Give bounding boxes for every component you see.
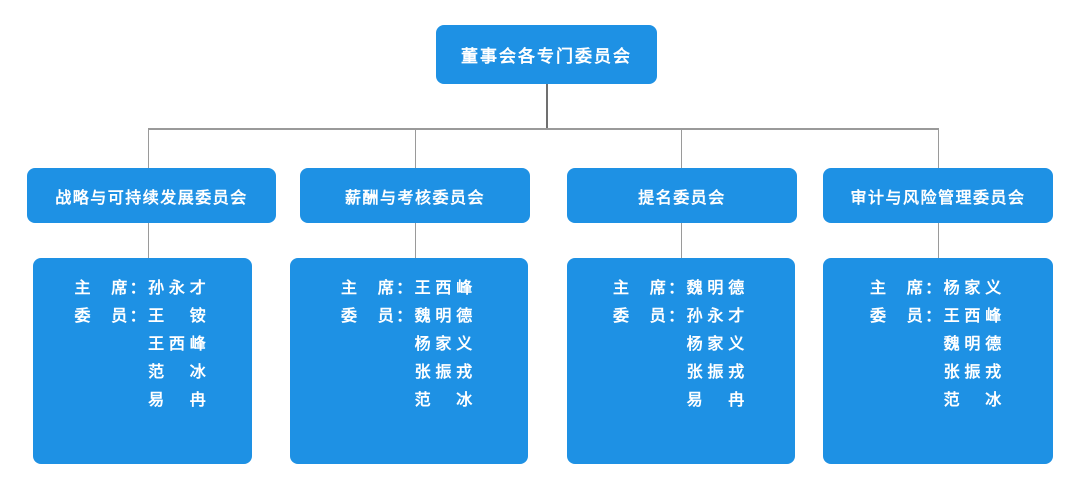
committee-detail-node: 主 席： 魏明德 委 员： 孙永才杨家义张振戎易 冉 (567, 258, 795, 464)
connector-rail-to-header (681, 129, 683, 168)
member-name: 张振戎 (686, 364, 749, 381)
connector-header-to-detail (938, 223, 940, 258)
member-name: 王西峰 (943, 308, 1006, 325)
member-name: 张振戎 (414, 364, 477, 381)
members-label: 委 员： (612, 308, 687, 325)
committee-header-node: 战略与可持续发展委员会 (27, 168, 276, 223)
member-name: 范 冰 (414, 392, 477, 409)
committee-detail-content: 主 席： 杨家义 委 员： 王西峰魏明德张振戎范 冰 (870, 275, 1006, 415)
connector-rail-to-header (148, 129, 150, 168)
member-name: 孙永才 (686, 308, 749, 325)
member-names: 魏明德杨家义张振戎范 冰 (415, 303, 477, 415)
committee-title: 薪酬与考核委员会 (344, 189, 485, 207)
member-name: 杨家义 (686, 336, 749, 353)
member-name: 王西峰 (148, 336, 211, 353)
member-name: 王 铵 (148, 308, 211, 325)
connector-horizontal-rail (148, 128, 939, 130)
chair-row: 主 席： 王西峰 (341, 275, 477, 303)
committee-detail-content: 主 席： 魏明德 委 员： 孙永才杨家义张振戎易 冉 (613, 275, 749, 415)
connector-header-to-detail (681, 223, 683, 258)
committee-header-node: 薪酬与考核委员会 (300, 168, 530, 223)
chair-label: 主 席： (74, 280, 149, 297)
root-node-title: 董事会各专门委员会 (461, 47, 632, 66)
members-row: 委 员： 孙永才杨家义张振戎易 冉 (613, 303, 749, 415)
chair-row: 主 席： 孙永才 (74, 275, 210, 303)
connector-header-to-detail (148, 223, 150, 258)
committee-header-node: 提名委员会 (567, 168, 797, 223)
chair-label: 主 席： (340, 280, 415, 297)
chair-name: 魏明德 (686, 280, 749, 297)
connector-rail-to-header (415, 129, 417, 168)
members-label: 委 员： (869, 308, 944, 325)
member-name: 范 冰 (148, 364, 211, 381)
member-name: 魏明德 (414, 308, 477, 325)
committee-title: 战略与可持续发展委员会 (55, 189, 248, 207)
chair-label: 主 席： (612, 280, 687, 297)
committee-header-node: 审计与风险管理委员会 (823, 168, 1053, 223)
member-name: 张振戎 (943, 364, 1006, 381)
connector-rail-to-header (938, 129, 940, 168)
committee-detail-content: 主 席： 孙永才 委 员： 王 铵王西峰范 冰易 冉 (74, 275, 210, 415)
committee-title: 提名委员会 (638, 189, 726, 207)
member-names: 王 铵王西峰范 冰易 冉 (148, 303, 210, 415)
chair-name: 杨家义 (943, 280, 1006, 297)
member-name: 范 冰 (943, 392, 1006, 409)
committee-detail-node: 主 席： 王西峰 委 员： 魏明德杨家义张振戎范 冰 (290, 258, 528, 464)
members-label: 委 员： (74, 308, 149, 325)
chair-row: 主 席： 杨家义 (870, 275, 1006, 303)
chair-label: 主 席： (869, 280, 944, 297)
committee-detail-node: 主 席： 杨家义 委 员： 王西峰魏明德张振戎范 冰 (823, 258, 1053, 464)
connector-root-stem (546, 84, 548, 128)
member-names: 孙永才杨家义张振戎易 冉 (687, 303, 749, 415)
members-row: 委 员： 王 铵王西峰范 冰易 冉 (74, 303, 210, 415)
root-node: 董事会各专门委员会 (436, 25, 657, 84)
member-name: 杨家义 (414, 336, 477, 353)
committee-title: 审计与风险管理委员会 (850, 189, 1026, 207)
connector-header-to-detail (415, 223, 417, 258)
committee-detail-content: 主 席： 王西峰 委 员： 魏明德杨家义张振戎范 冰 (341, 275, 477, 415)
members-row: 委 员： 魏明德杨家义张振戎范 冰 (341, 303, 477, 415)
chair-name: 孙永才 (148, 280, 211, 297)
member-names: 王西峰魏明德张振戎范 冰 (944, 303, 1006, 415)
chair-name: 王西峰 (414, 280, 477, 297)
chair-row: 主 席： 魏明德 (613, 275, 749, 303)
members-label: 委 员： (340, 308, 415, 325)
member-name: 魏明德 (943, 336, 1006, 353)
member-name: 易 冉 (148, 392, 211, 409)
members-row: 委 员： 王西峰魏明德张振戎范 冰 (870, 303, 1006, 415)
member-name: 易 冉 (686, 392, 749, 409)
committee-detail-node: 主 席： 孙永才 委 员： 王 铵王西峰范 冰易 冉 (33, 258, 252, 464)
